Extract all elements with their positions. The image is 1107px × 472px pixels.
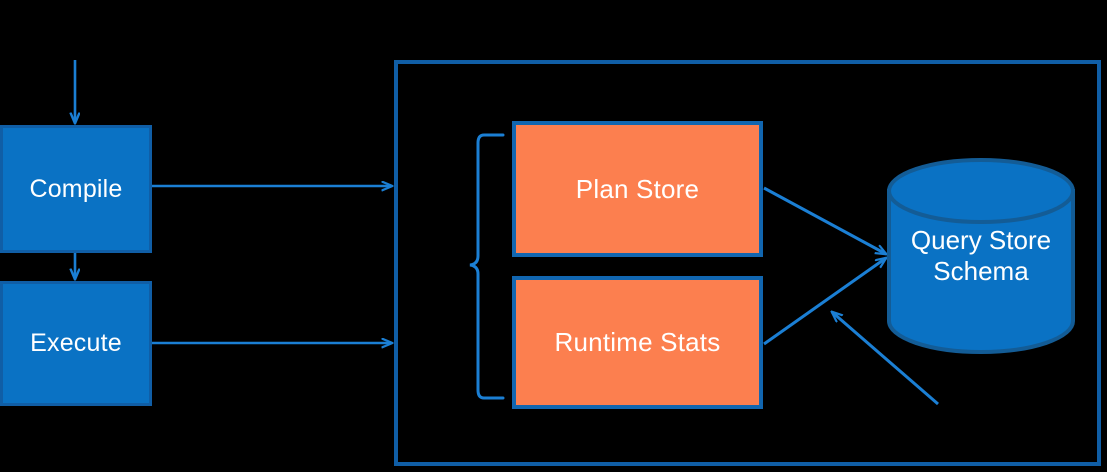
- node-query-store-schema[interactable]: Query Store Schema: [886, 158, 1076, 354]
- node-runtime-stats[interactable]: Runtime Stats: [512, 276, 763, 409]
- node-execute-label: Execute: [30, 329, 122, 357]
- database-cylinder-icon: [887, 158, 1075, 354]
- node-compile[interactable]: Compile: [0, 125, 152, 253]
- node-runtime-stats-label: Runtime Stats: [554, 327, 721, 357]
- node-plan-store[interactable]: Plan Store: [512, 121, 763, 257]
- node-compile-label: Compile: [29, 174, 123, 203]
- query-store-container: [394, 60, 1101, 466]
- node-plan-store-label: Plan Store: [575, 173, 700, 204]
- node-execute[interactable]: Execute: [0, 281, 152, 406]
